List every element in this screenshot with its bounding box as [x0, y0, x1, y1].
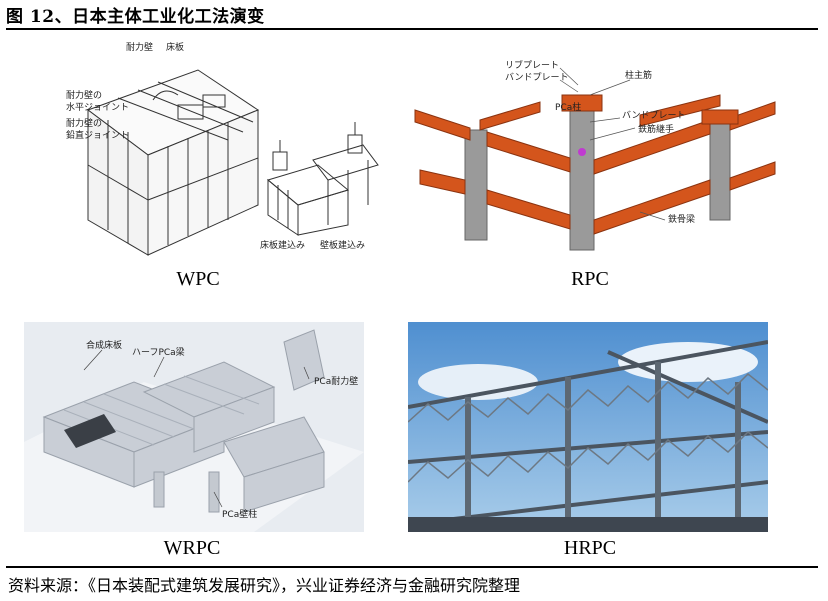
- wrpc-illustration: 合成床板 ハーフPCa梁 PCa耐力壁 PCa壁柱: [24, 322, 364, 532]
- wpc-label-wall-install: 壁板建込み: [320, 239, 365, 251]
- wpc-label-floor-install: 床板建込み: [260, 239, 305, 251]
- wpc-label-wall: 耐力壁: [126, 41, 153, 53]
- figure-title: 图 12、日本主体工业化工法演变: [6, 7, 265, 27]
- wrpc-label-floor: 合成床板: [86, 339, 122, 351]
- rpc-label-rib: リブプレート: [505, 59, 559, 71]
- wrpc-label-column: PCa壁柱: [222, 508, 257, 520]
- rpc-label-pca: PCa柱: [555, 101, 581, 113]
- rpc-label-mainbar: 柱主筋: [625, 69, 652, 81]
- wrpc-label-beam: ハーフPCa梁: [132, 346, 185, 358]
- wpc-caption: WPC: [176, 268, 220, 290]
- wpc-label-floor: 床板: [166, 41, 184, 53]
- wpc-label-h1: 耐力壁の: [66, 89, 102, 101]
- rpc-label-band1: バンドプレート: [505, 72, 568, 83]
- wpc-label-h2: 水平ジョイント: [66, 101, 129, 113]
- rpc-label-band2: バンドプレート: [622, 110, 685, 121]
- wrpc-caption: WRPC: [163, 537, 221, 559]
- bottom-rule: [6, 566, 818, 568]
- hrpc-photo: [408, 322, 768, 532]
- wpc-label-v1: 耐力壁の: [66, 117, 102, 129]
- source-footer: 资料来源：《日本装配式建筑发展研究》，兴业证券经济与金融研究院整理: [8, 576, 521, 595]
- wpc-label-v2: 鉛直ジョイント: [66, 129, 129, 141]
- top-rule: [6, 28, 818, 30]
- rpc-caption: RPC: [571, 268, 609, 290]
- rpc-label-beam: 鉄骨梁: [668, 213, 695, 225]
- rpc-illustration: リブプレート バンドプレート 柱主筋 PCa柱 バンドプレート 鉄筋継手 鉄骨梁: [410, 40, 780, 260]
- rpc-label-joint: 鉄筋継手: [638, 123, 674, 135]
- wrpc-label-wall: PCa耐力壁: [314, 375, 358, 387]
- wpc-illustration: 耐力壁 床板 耐力壁の 水平ジョイント 耐力壁の 鉛直ジョイント 床板建込み 壁…: [28, 40, 388, 260]
- hrpc-caption: HRPC: [563, 537, 617, 559]
